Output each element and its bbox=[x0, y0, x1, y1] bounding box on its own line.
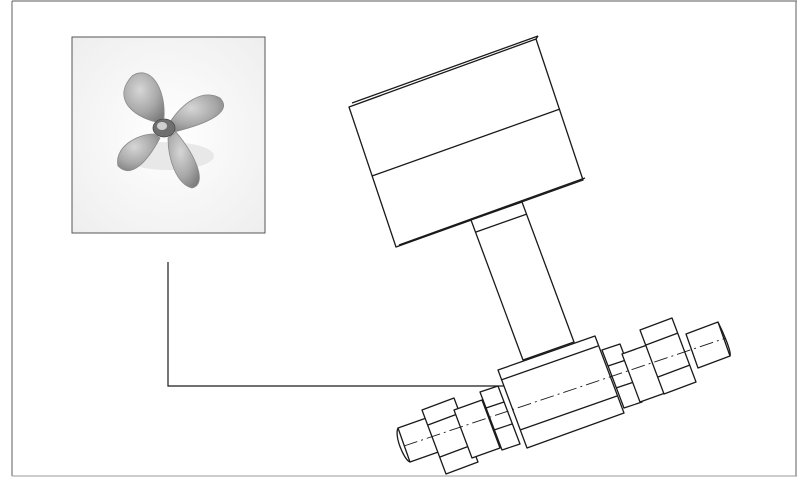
meter-display-head bbox=[348, 35, 586, 248]
propeller-inset bbox=[71, 36, 266, 234]
flow-meter-drawing bbox=[348, 35, 731, 475]
connector-arrow bbox=[167, 262, 548, 386]
outer-frame bbox=[11, 0, 797, 477]
propeller-icon bbox=[117, 72, 225, 189]
meter-stem bbox=[470, 201, 575, 361]
pipe-assembly bbox=[396, 317, 731, 475]
